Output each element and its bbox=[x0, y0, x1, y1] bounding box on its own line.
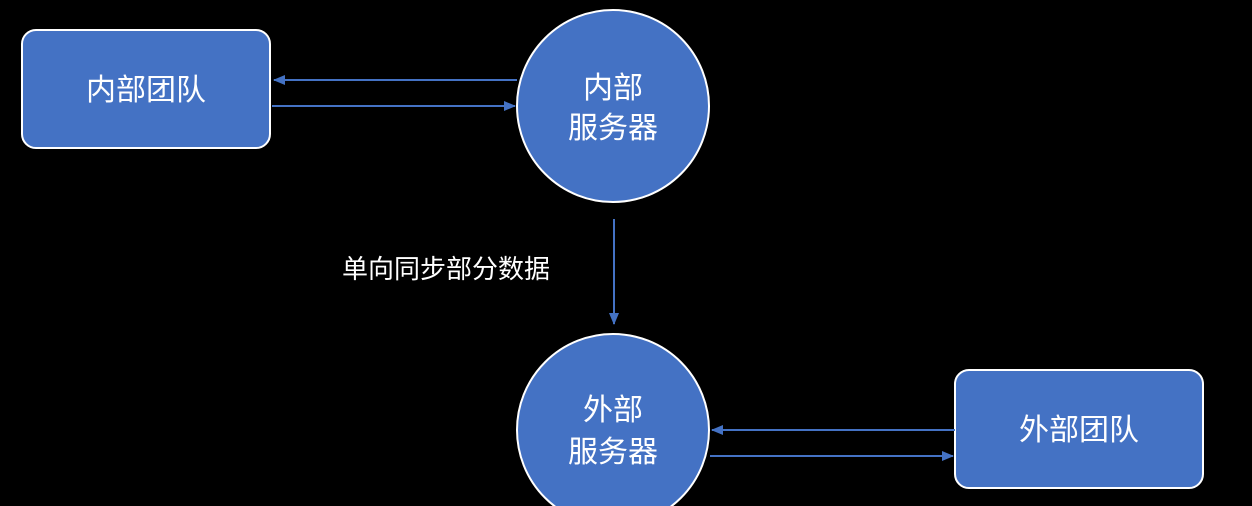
internal-server-label-line2: 服务器 bbox=[568, 111, 658, 146]
internal-team-node: 内部团队 bbox=[21, 29, 271, 149]
external-server-node: 外部 服务器 bbox=[516, 333, 710, 506]
internal-server-label-line1: 内部 bbox=[583, 71, 643, 106]
external-server-label-line2: 服务器 bbox=[568, 435, 658, 470]
internal-team-label: 内部团队 bbox=[86, 73, 206, 108]
external-team-label: 外部团队 bbox=[1019, 413, 1139, 448]
external-team-node: 外部团队 bbox=[954, 369, 1204, 489]
external-server-label-line1: 外部 bbox=[583, 393, 643, 428]
sync-edge-label: 单向同步部分数据 bbox=[342, 255, 550, 285]
internal-server-node: 内部 服务器 bbox=[516, 9, 710, 203]
